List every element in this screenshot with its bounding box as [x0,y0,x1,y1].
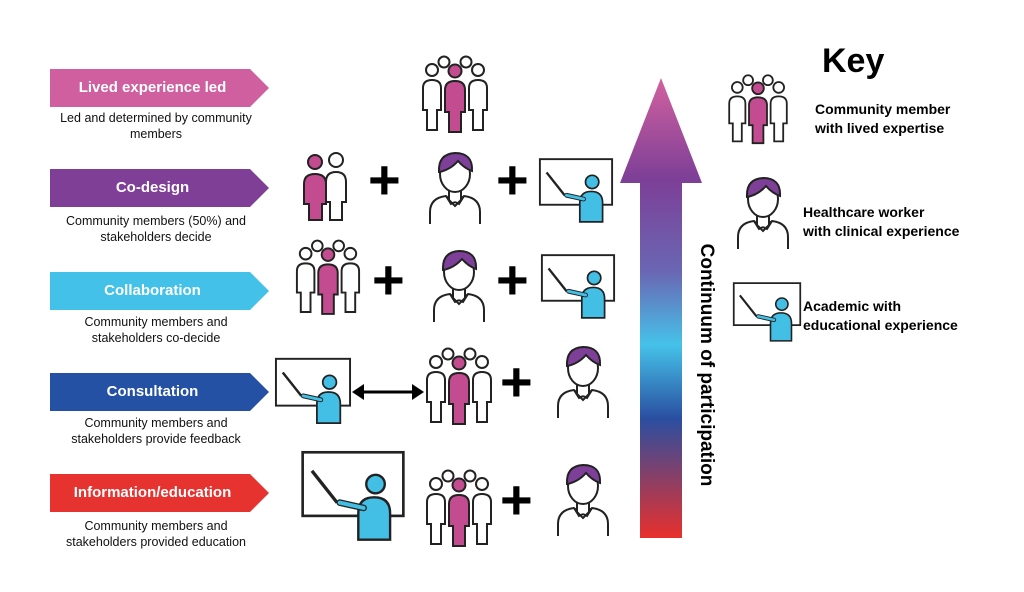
key-title: Key [822,42,885,80]
level-description: Community members (50%) and stakeholders… [66,214,246,244]
healthcare-worker-icon [424,244,494,324]
level-description: Led and determined by community members [60,111,252,141]
continuum-gradient-arrow [620,78,702,538]
plus-icon: + [496,148,529,211]
community-group-icon [424,468,494,548]
key-healthcare-worker-icon [728,170,798,252]
level-information-education: Information/education [50,474,270,512]
level-label: Lived experience led [78,79,227,96]
level-co-design: Co-design [50,169,270,207]
academic-presenter-icon [300,449,406,543]
level-label: Collaboration [104,282,201,299]
level-description: Community members and stakeholders provi… [66,519,246,549]
plus-icon: + [372,248,405,311]
community-group-icon [424,346,494,426]
plus-icon: + [496,248,529,311]
academic-presenter-icon [540,253,616,320]
level-lived-experience-led: Lived experience led [50,69,270,107]
academic-presenter-icon [274,356,352,426]
key-item-healthcare-worker: Healthcare worker with clinical experien… [803,204,960,239]
key-item-community-member: Community member with lived expertise [815,101,951,136]
healthcare-worker-icon [548,340,618,420]
plus-icon: + [368,148,401,211]
community-group-icon [420,54,490,134]
community-pair-icon [300,150,350,222]
community-group-icon [294,238,362,316]
level-description: Community members and stakeholders provi… [71,416,241,446]
key-community-group-icon [726,73,790,145]
key-academic-presenter-icon [732,281,802,343]
plus-icon: + [500,350,533,413]
level-label: Information/education [73,484,232,501]
key-item-academic: Academic with educational experience [803,298,958,333]
level-consultation: Consultation [50,373,270,411]
healthcare-worker-icon [420,146,490,226]
level-label: Co-design [115,179,190,196]
healthcare-worker-icon [548,458,618,538]
plus-icon: + [500,468,533,531]
continuum-label: Continuum of participation [696,243,717,487]
academic-presenter-icon [538,157,614,224]
level-collaboration: Collaboration [50,272,270,310]
level-label: Consultation [106,383,199,400]
level-description: Community members and stakeholders co-de… [84,315,228,345]
bidirectional-arrow-icon [352,384,424,400]
